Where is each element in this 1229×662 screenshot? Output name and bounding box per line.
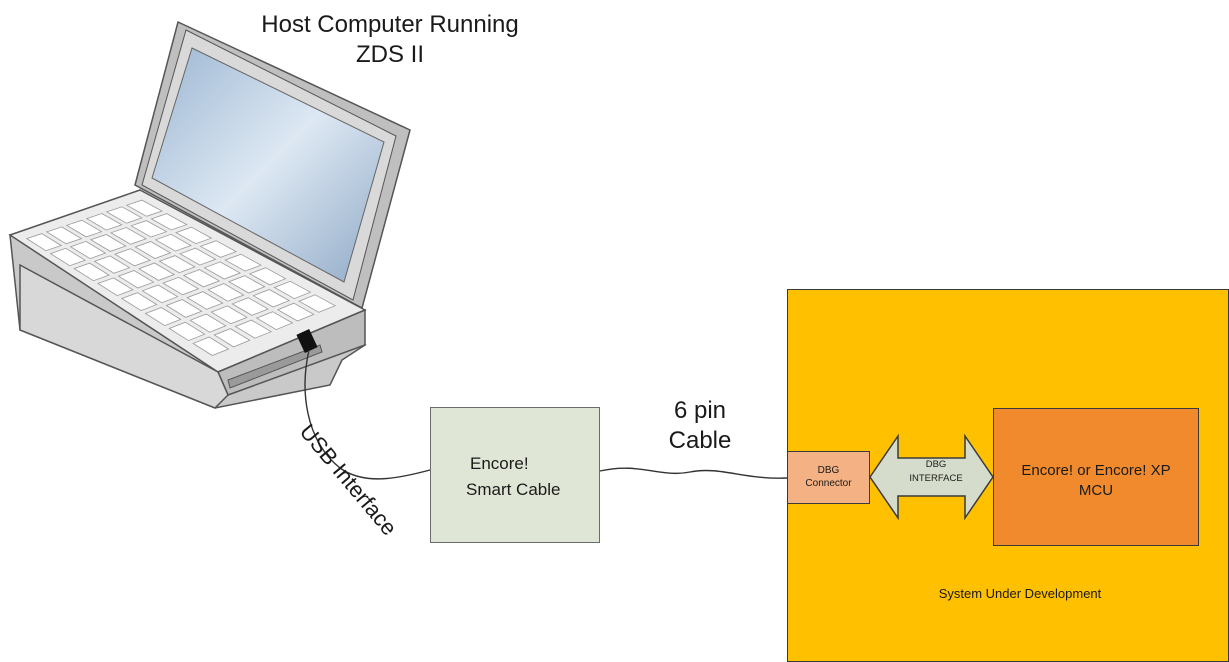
cable-label-line2: Cable [668,427,732,454]
smart-cable-label-line2: Smart Cable [466,480,561,499]
keyboard-key [276,302,315,322]
keyboard-key [298,294,337,313]
host-title-line2: ZDS II [355,41,424,68]
six-pin-cable [599,467,788,479]
keyboard-key [97,277,134,297]
keyboard-key [182,269,221,288]
keyboard-key [93,255,131,274]
keyboard-key [141,284,179,304]
keyboard-key [203,261,242,280]
keyboard-key [273,280,312,300]
smart-cable-label-line1: Encore! [470,454,529,473]
keyboard-key [154,233,192,252]
keyboard-key [49,247,87,267]
mcu-label-line2: MCU [1078,482,1114,499]
keyboard-key [25,233,63,252]
keyboard-key [105,206,143,224]
keyboard-key [189,313,227,333]
keyboard-key [138,262,176,281]
keyboard-key [130,220,168,238]
keyboard-key [45,226,83,245]
keyboard-key [252,289,291,308]
keyboard-key [85,213,123,231]
mcu-label-line1: Encore! or Encore! XP [1021,462,1171,479]
keyboard-key [113,248,151,267]
keyboard-key [210,305,248,325]
smart-cable-box [430,407,600,543]
keyboard-key [162,276,200,296]
keyboard-key [255,311,294,331]
keyboard-key [227,275,266,294]
keyboard-key [73,262,110,282]
host-computer-label: Host Computer Running ZDS II [200,10,580,70]
keyboard-key [175,226,213,245]
keyboard-key [186,291,224,310]
keyboard-key [69,240,107,260]
keyboard-key [179,247,217,266]
keyboard-key [224,253,262,272]
usb-cable [304,349,431,480]
six-pin-cable-label: 6 pin Cable [640,396,760,456]
dbg-interface-label-line1: DBG [925,459,947,470]
keyboard-key [158,255,196,274]
dbg-connector-label-line2: Connector [805,478,852,489]
keyboard-key [168,321,206,342]
keyboard-key [150,213,188,231]
keyboard-key [125,199,163,217]
keyboard-key [110,227,148,245]
keyboard-key [89,234,127,252]
mcu-box [993,408,1199,546]
keyboard-key [65,219,103,238]
keyboard-key [213,328,251,348]
dbg-interface-label-line2: INTERFACE [909,473,963,484]
keyboard-key [231,297,269,316]
keyboard-key [134,241,172,259]
system-under-development-label: System Under Development [938,586,1102,601]
keyboard-key [248,267,287,286]
keyboard-key [192,336,230,356]
keyboard-key [144,307,182,327]
keyboard-key [199,240,238,258]
host-title-line1: Host Computer Running [261,11,519,38]
cable-label-line1: 6 pin [673,397,727,424]
dbg-connector-box [787,451,870,504]
keyboard-key [165,299,203,318]
keyboard-key [207,283,245,302]
keyboard-key [120,292,158,312]
keyboard-key [234,319,273,339]
dbg-connector-label-line1: DBG [817,465,840,476]
keyboard-key [117,270,155,289]
